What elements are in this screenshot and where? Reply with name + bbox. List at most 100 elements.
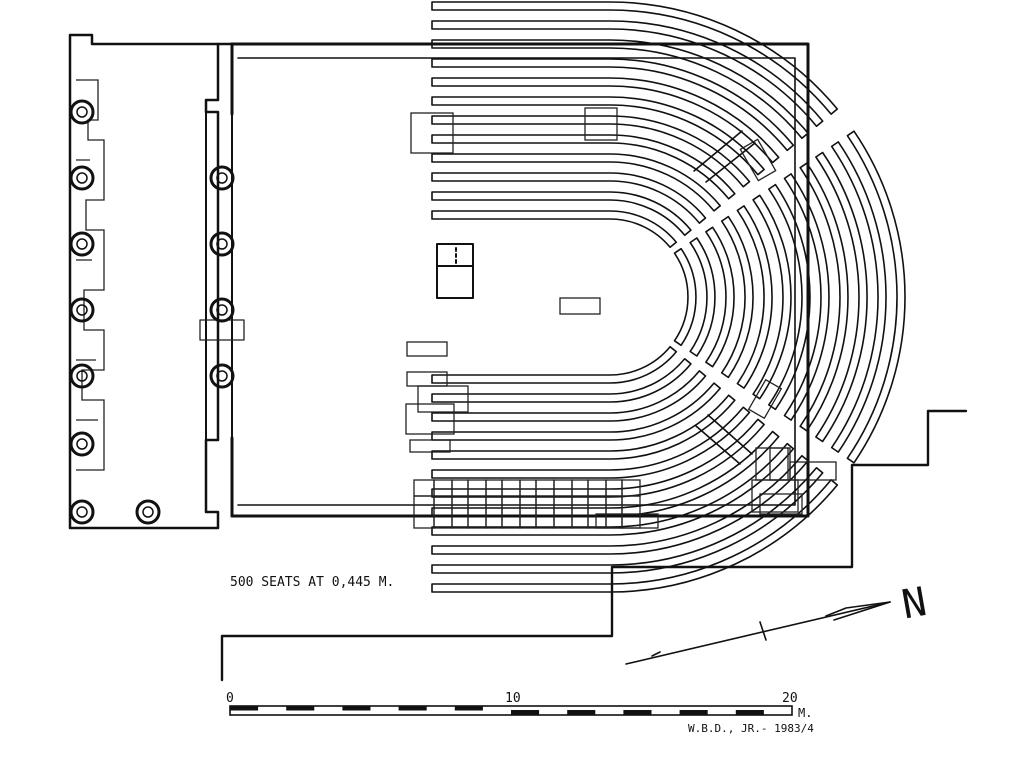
column-core xyxy=(76,106,88,118)
column-core xyxy=(142,506,154,518)
seat-row-wedge xyxy=(689,237,716,357)
seat-row xyxy=(431,430,780,517)
stone-block xyxy=(587,479,607,497)
column xyxy=(69,431,95,457)
column-core xyxy=(216,238,228,250)
seat-row-wedge xyxy=(705,226,735,368)
stoa-columns xyxy=(69,99,235,525)
column xyxy=(209,165,235,191)
stone-block xyxy=(413,479,435,497)
scale-segment xyxy=(511,710,540,715)
foundation-stone-course xyxy=(413,479,659,529)
column xyxy=(69,165,95,191)
seat-row xyxy=(431,210,678,249)
stoa-foundation-blocks xyxy=(76,79,105,471)
seat-row xyxy=(431,134,736,200)
cross-wall xyxy=(199,111,245,441)
seat-row xyxy=(431,1,839,115)
outer-wall xyxy=(68,33,810,530)
stone-block xyxy=(451,495,469,529)
column-core xyxy=(76,172,88,184)
radial-aisles xyxy=(693,130,756,465)
seat-row xyxy=(431,20,824,127)
stone-block xyxy=(571,479,589,497)
seat-row xyxy=(431,153,721,212)
scale-tick-0: 0 xyxy=(226,691,234,706)
seat-row xyxy=(431,115,751,188)
seat-row-wedge xyxy=(815,151,868,443)
seat-row xyxy=(431,58,795,152)
seat-row xyxy=(431,77,780,164)
stone-block xyxy=(501,495,521,529)
stone-block xyxy=(587,495,607,529)
column-core xyxy=(76,304,88,316)
column-core xyxy=(76,238,88,250)
north-arrow xyxy=(625,601,891,665)
seat-row-wedge xyxy=(673,247,697,347)
seat-row-wedge xyxy=(799,162,849,432)
seat-row xyxy=(431,172,707,224)
column xyxy=(69,499,95,525)
stone-block xyxy=(451,479,469,497)
stone-block xyxy=(519,495,537,529)
drawing-credit: W.B.D., JR.- 1983/4 xyxy=(688,722,814,735)
scale-tick-20: 20 xyxy=(782,691,798,706)
seat-row xyxy=(431,394,736,460)
scale-segment xyxy=(230,706,259,711)
scale-segment xyxy=(567,710,596,715)
stone-block xyxy=(605,495,623,529)
stone-block xyxy=(467,495,487,529)
seat-row xyxy=(431,191,692,236)
column-core xyxy=(216,370,228,382)
scale-tick-10: 10 xyxy=(505,691,521,706)
scale-segment xyxy=(342,706,371,711)
column-core xyxy=(216,172,228,184)
column xyxy=(69,297,95,323)
seat-row xyxy=(431,418,765,498)
altar xyxy=(436,243,474,299)
column xyxy=(209,363,235,389)
seats-note: 500 SEATS AT 0,445 M. xyxy=(230,575,394,590)
column-core xyxy=(216,304,228,316)
stone-block xyxy=(433,479,453,497)
stone-block xyxy=(413,495,435,529)
stone-block xyxy=(467,479,487,497)
column-core xyxy=(76,438,88,450)
seating-rows xyxy=(431,1,906,593)
column xyxy=(209,231,235,257)
scale-segment xyxy=(286,706,315,711)
seat-row xyxy=(431,442,795,536)
east-corner-blocks xyxy=(751,447,837,515)
stone-block xyxy=(621,495,641,529)
stone-block xyxy=(519,479,537,497)
seat-row-wedge xyxy=(830,141,887,453)
stone-block xyxy=(535,495,555,529)
seat-row-wedge xyxy=(736,205,773,389)
scale-segment xyxy=(398,706,427,711)
stone-block xyxy=(485,479,503,497)
scale-segment xyxy=(623,710,652,715)
terrain-line xyxy=(220,409,968,682)
scale-bar: 0 10 20 M. xyxy=(226,691,812,720)
column xyxy=(209,297,235,323)
seat-row xyxy=(431,358,692,403)
column-core xyxy=(76,506,88,518)
seat-row xyxy=(431,479,839,593)
stone-block xyxy=(535,479,555,497)
scale-segment xyxy=(679,710,708,715)
stone-block xyxy=(595,513,659,529)
seat-row-wedge xyxy=(846,130,906,464)
stone-block xyxy=(485,495,503,529)
seat-row-wedge xyxy=(768,183,811,411)
stone-block xyxy=(433,495,453,529)
scale-segment xyxy=(454,706,483,711)
seat-row-wedge xyxy=(720,215,754,379)
stone-block xyxy=(553,479,573,497)
seat-row xyxy=(431,406,751,479)
seat-row xyxy=(431,39,809,140)
seat-row xyxy=(431,454,809,555)
stone-block xyxy=(501,479,521,497)
north-label: N xyxy=(898,579,930,628)
scale-segment xyxy=(735,710,764,715)
